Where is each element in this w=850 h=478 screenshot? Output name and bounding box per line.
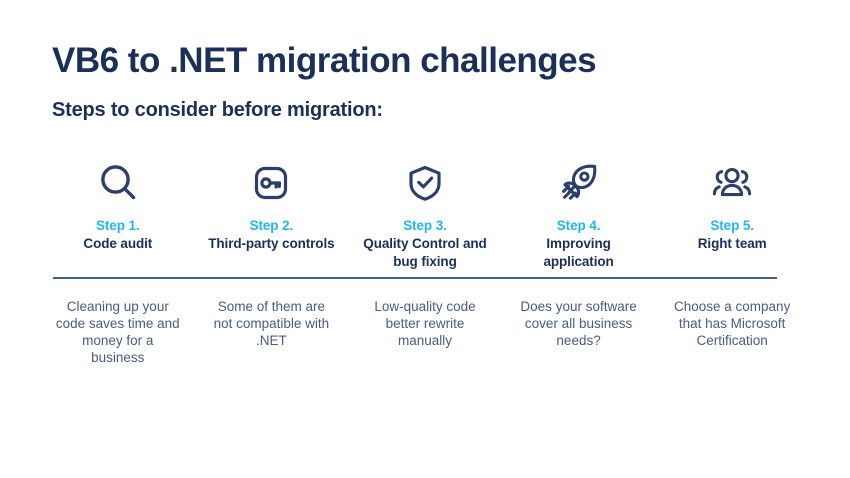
step-column-2: Step 2. Third-party controls: [195, 160, 349, 253]
step-number: Step 5.: [710, 218, 754, 233]
magnifying-glass-icon: [96, 160, 140, 206]
description-column-1: Cleaning up your code saves time and mon…: [41, 298, 195, 366]
description-column-3: Low-quality code better rewrite manually: [348, 298, 502, 349]
page-subtitle: Steps to consider before migration:: [52, 99, 383, 121]
step-label: Code audit: [83, 236, 153, 252]
step-description: Cleaning up your code saves time and mon…: [55, 299, 180, 365]
step-number: Step 4.: [556, 218, 601, 233]
step-description: Some of them are not compatible with .NE…: [213, 299, 330, 348]
page-title: VB6 to .NET migration challenges: [52, 41, 597, 80]
people-group-icon: [708, 160, 756, 206]
rocket-icon: [556, 160, 602, 206]
description-column-5: Choose a company that has Microsoft Cert…: [655, 298, 809, 349]
step-label: Right team: [697, 236, 767, 252]
step-label: Improving application: [543, 236, 614, 270]
description-column-2: Some of them are not compatible with .NE…: [195, 298, 349, 349]
steps-row: Step 1. Code audit Step 2. Third-party c…: [41, 160, 809, 272]
step-description: Does your software cover all business ne…: [520, 299, 637, 348]
shield-check-icon: [403, 160, 447, 206]
step-column-1: Step 1. Code audit: [41, 160, 195, 253]
step-label: Third-party controls: [208, 236, 335, 252]
description-column-4: Does your software cover all business ne…: [502, 298, 656, 349]
step-description: Low-quality code better rewrite manually: [374, 299, 476, 348]
step-column-3: Step 3. Quality Control and bug fixing: [348, 160, 502, 272]
step-column-4: Step 4. Improving application: [502, 160, 656, 272]
step-number: Step 2.: [249, 218, 294, 233]
horizontal-divider: [53, 277, 777, 279]
step-column-5: Step 5. Right team: [655, 160, 809, 253]
key-in-rounded-square-icon: [249, 160, 293, 206]
step-number: Step 3.: [403, 218, 447, 233]
descriptions-row: Cleaning up your code saves time and mon…: [41, 298, 809, 366]
step-description: Choose a company that has Microsoft Cert…: [674, 299, 791, 348]
step-number: Step 1.: [96, 218, 140, 233]
step-label: Quality Control and bug fixing: [363, 236, 487, 270]
